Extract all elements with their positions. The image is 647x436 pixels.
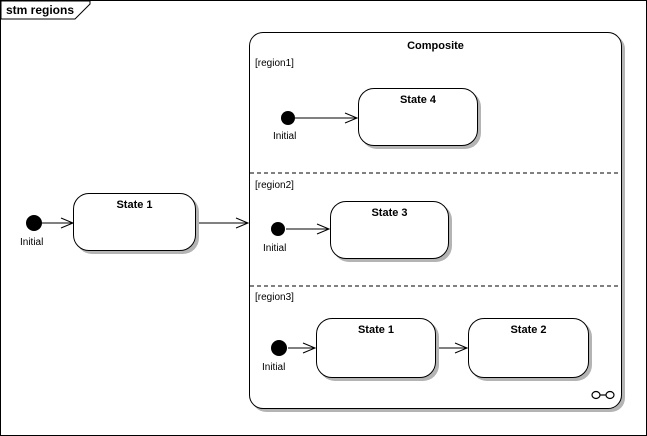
state-outer-state1[interactable]: State 1: [73, 193, 196, 251]
region2-label: [region2]: [255, 180, 294, 191]
state-label: State 3: [371, 207, 408, 219]
region1-label: [region1]: [255, 58, 294, 69]
transition-state1-to-composite[interactable]: [196, 217, 250, 229]
state-region3-state1[interactable]: State 1: [316, 318, 436, 378]
initial-node-region2[interactable]: [271, 222, 285, 236]
transition-outer-initial-to-state1[interactable]: [42, 217, 75, 229]
region3-label: [region3]: [255, 292, 294, 303]
initial-node-label: Initial: [262, 362, 286, 373]
initial-node-label: Initial: [20, 237, 44, 248]
state-label: State 1: [116, 199, 153, 211]
frame-tab-title: stm regions: [6, 3, 75, 17]
initial-node-outer[interactable]: [26, 215, 42, 231]
state-region3-state2[interactable]: State 2: [468, 318, 589, 378]
composite-state-title: Composite: [407, 40, 464, 52]
initial-node-region1[interactable]: [281, 111, 295, 125]
initial-node-label: Initial: [263, 243, 287, 254]
open-arrowhead-icon: [235, 217, 250, 229]
state-label: State 4: [399, 94, 437, 106]
state-label: State 1: [357, 324, 395, 336]
state-region1-state4[interactable]: State 4: [358, 88, 478, 146]
state-region2-state3[interactable]: State 3: [330, 201, 449, 259]
open-arrowhead-icon: [60, 217, 75, 229]
initial-node-region3[interactable]: [271, 340, 287, 356]
initial-node-label: Initial: [273, 131, 297, 142]
state-label: State 2: [510, 324, 547, 336]
